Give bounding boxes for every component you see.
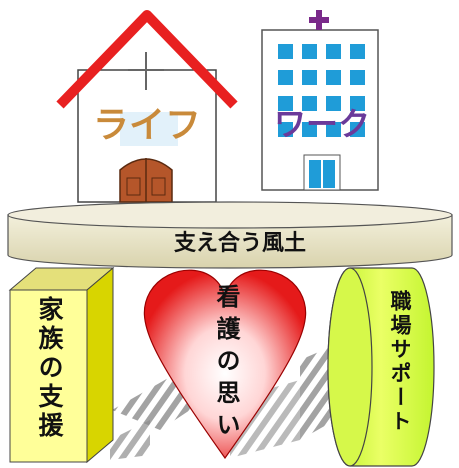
- hospital-window: [326, 96, 341, 111]
- hospital-label: ワーク: [274, 105, 370, 143]
- hospital-window: [350, 44, 365, 59]
- workplace-support-label: 職場サポート: [388, 290, 412, 434]
- nursing-heart: [143, 269, 307, 460]
- hospital-window: [326, 44, 341, 59]
- family-support-label: 家族の支援: [35, 296, 64, 441]
- hospital-window: [278, 122, 293, 137]
- house: ライフ: [56, 10, 238, 203]
- hospital-window: [302, 122, 317, 137]
- hospital-window: [278, 70, 293, 85]
- hospital-window: [302, 96, 317, 111]
- hospital-windows: [278, 44, 365, 137]
- medical-cross-icon: [309, 10, 329, 30]
- workplace-cylinder: [327, 267, 435, 467]
- nursing-thoughts-label: 看護の思い: [212, 284, 240, 444]
- platform-label: 支え合う風土: [174, 230, 306, 256]
- house-roof: [56, 10, 238, 109]
- hospital-window: [278, 96, 293, 111]
- hospital-window: [326, 122, 341, 137]
- hospital-window: [350, 96, 365, 111]
- hospital-window: [302, 44, 317, 59]
- hospital-window: [326, 70, 341, 85]
- hospital-window: [350, 122, 365, 137]
- hospital-window: [350, 70, 365, 85]
- family-support-box: [8, 266, 115, 464]
- house-door: [119, 158, 173, 203]
- house-window-cross-icon: [128, 52, 164, 90]
- hospital-entrance: [303, 154, 341, 191]
- hospital-window: [302, 70, 317, 85]
- hospital-window: [278, 44, 293, 59]
- platform: 支え合う風土: [7, 201, 453, 269]
- hospital: ワーク: [261, 10, 379, 191]
- house-label: ライフ: [93, 105, 201, 146]
